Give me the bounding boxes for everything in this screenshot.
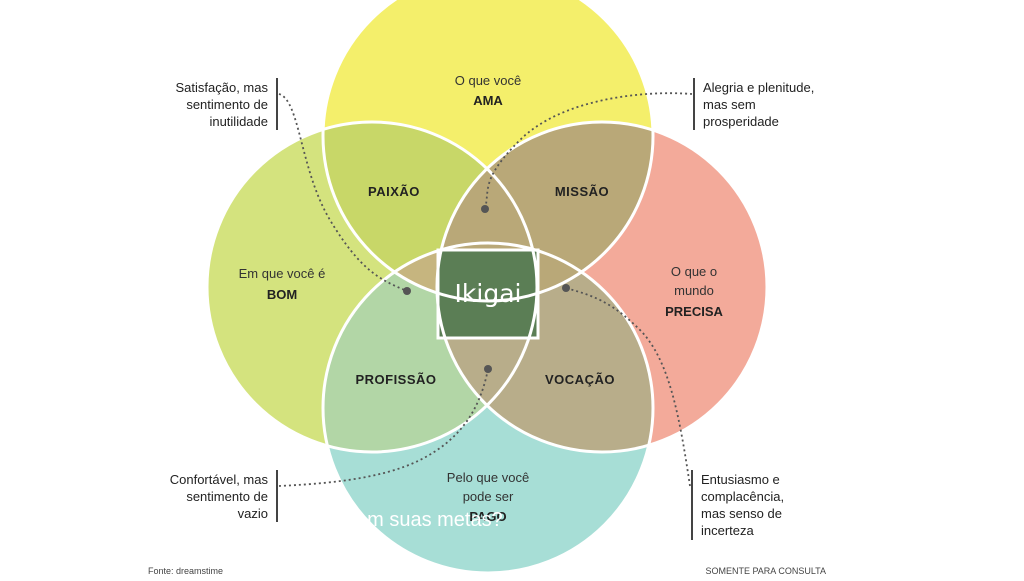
note-top-left-line3: inutilidade [209,114,268,129]
leader-top-right [484,92,693,210]
label-missao: MISSÃO [555,184,609,199]
note-bottom-right-line2: complacência, [701,489,784,504]
leader-top-left [278,93,408,292]
left-circle-line2: BOM [267,287,297,302]
dot-bottom-right [562,284,570,292]
left-circle-line1: Em que você é [239,266,326,281]
note-top-right-line3: prosperidade [703,114,779,129]
dot-top-right [481,205,489,213]
note-bottom-right-line1: Entusiasmo e [701,472,780,487]
note-bottom-left-line2: sentimento de [186,489,268,504]
leader-bottom-right [565,287,691,487]
ikigai-center [438,250,538,338]
footer-source: Fonte: dreamstime [148,566,223,576]
footer-right: SOMENTE PARA CONSULTA [705,566,826,576]
note-top-left-line2: sentimento de [186,97,268,112]
right-circle-line3: PRECISA [665,304,723,319]
overlay-caption: em suas metas? [356,509,503,531]
top-circle-line2: AMA [473,93,503,108]
top-circle-line1: O que você [455,73,522,88]
dot-top-left [403,287,411,295]
label-vocacao: VOCAÇÃO [545,372,615,387]
ikigai-center-outline [436,248,540,340]
bottom-circle-line1: Pelo que você [447,470,529,485]
note-top-right-line1: Alegria e plenitude, [703,80,814,95]
label-paixao: PAIXÃO [368,184,420,199]
bottom-circle-line3: PAGO [469,509,506,524]
label-profissao: PROFISSÃO [355,372,436,387]
dot-bottom-left [484,365,492,373]
leader-bottom-left [278,368,489,487]
right-circle-line1: O que o [671,264,717,279]
note-top-left-line1: Satisfação, mas [176,80,269,95]
note-bottom-right-line3: mas senso de [701,506,782,521]
right-circle-line2: mundo [674,283,714,298]
note-bottom-left-line3: vazio [238,506,268,521]
note-top-right-line2: mas sem [703,97,756,112]
bottom-circle-line2: pode ser [463,489,514,504]
label-ikigai: Ikigai [455,279,522,308]
outline-bottom [321,241,655,575]
outline-top [321,0,655,303]
note-bottom-left-line1: Confortável, mas [170,472,269,487]
note-bottom-right-line4: incerteza [701,523,755,538]
